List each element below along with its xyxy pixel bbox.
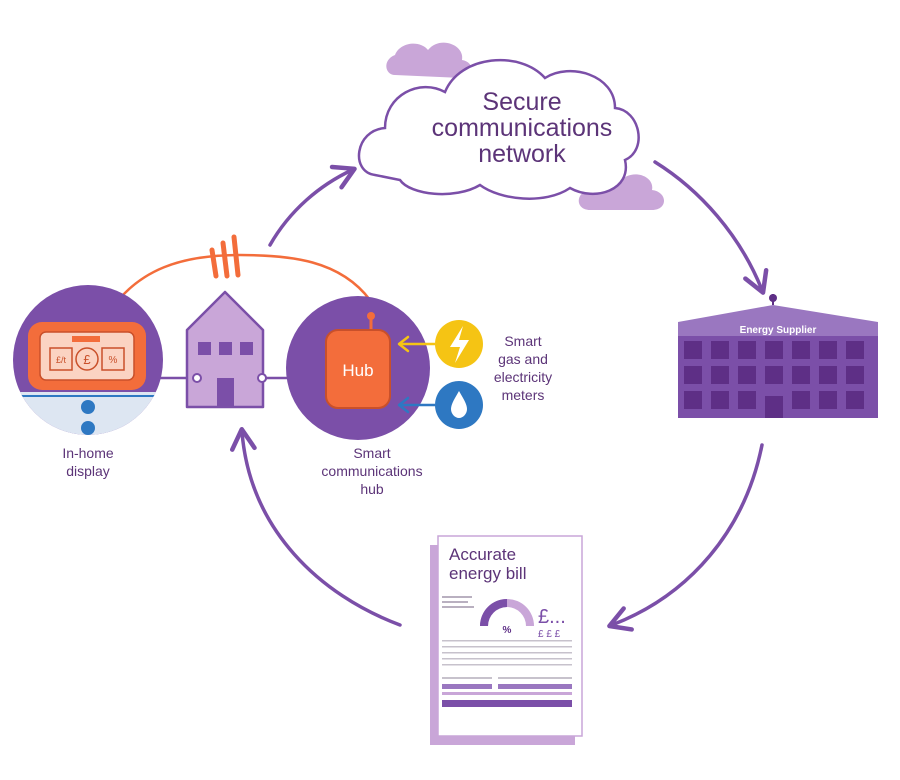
bill-text-lines — [442, 640, 572, 679]
bill-divider — [442, 692, 572, 695]
bill-address-lines — [442, 596, 474, 608]
arrow-supplier-to-bill — [607, 443, 764, 632]
bill-amount: £... — [538, 606, 566, 628]
meters-label-line-4: meters — [502, 387, 545, 403]
energy-bill-document: Accurate energy bill % £... £ £ £ — [430, 535, 583, 745]
cloud-title-line-3: network — [478, 140, 566, 168]
display-screen-left-text: £/t — [56, 355, 67, 365]
bill-gauge-label: % — [503, 625, 512, 636]
display-panel-left — [49, 347, 73, 371]
display-screen — [39, 331, 135, 381]
small-cloud-top — [386, 42, 472, 78]
lightning-bolt-icon — [450, 326, 469, 363]
meters-label-line-2: gas and — [498, 351, 548, 367]
hub-device — [325, 329, 391, 409]
building-windows — [684, 341, 864, 409]
arrow-hub-to-network — [268, 164, 357, 247]
in-home-display: £/t £ % In-home display — [13, 285, 163, 479]
hub-label-line-2: communications — [321, 463, 422, 479]
bill-total-bar — [442, 700, 572, 707]
bill-currency-row: £ £ £ — [538, 629, 561, 640]
bill-highlight-left — [442, 684, 492, 689]
cloud-title-line-1: Secure — [482, 88, 561, 116]
hub-label-line-1: Smart — [353, 445, 390, 461]
display-screen-right-text: % — [109, 355, 118, 366]
hub-label-line-3: hub — [360, 481, 384, 497]
display-button-1 — [81, 400, 95, 414]
wireless-link — [109, 234, 372, 311]
bill-title-line-2: energy bill — [449, 564, 527, 583]
building-roof — [678, 305, 878, 322]
water-drop-icon — [451, 391, 467, 418]
meters-label-line-1: Smart — [504, 333, 541, 349]
bill-title-line-1: Accurate — [449, 545, 516, 564]
house-icon — [185, 290, 267, 409]
energy-supplier-building: Energy Supplier — [678, 294, 878, 418]
display-panel-right — [101, 347, 125, 371]
cycle-arrows — [229, 160, 769, 632]
supplier-sign: Energy Supplier — [740, 325, 817, 336]
smart-communications-hub: Hub Smart communications hub — [286, 296, 430, 497]
secure-network-cloud: Secure communications network — [357, 58, 640, 200]
arrow-network-to-supplier — [653, 160, 769, 295]
display-button-2 — [81, 421, 95, 435]
hub-device-label: Hub — [342, 361, 373, 380]
bill-highlight-right — [498, 684, 572, 689]
bill-gauge-fill — [480, 599, 507, 626]
wifi-signal-icon — [209, 234, 241, 279]
display-screen-mid-text: £ — [83, 352, 91, 367]
arrow-hub-to-display — [109, 253, 372, 311]
smart-meters: Smart gas and electricity meters — [397, 320, 552, 429]
cloud-title-line-2: communications — [432, 114, 613, 142]
cloud-shape — [357, 58, 640, 200]
meters-label-line-3: electricity — [494, 369, 552, 385]
display-label-line-2: display — [66, 463, 110, 479]
building-door — [765, 396, 783, 418]
display-panel-mid — [75, 347, 99, 371]
arrow-bill-to-home — [229, 426, 402, 627]
display-screen-header — [72, 336, 100, 342]
display-label-line-1: In-home — [62, 445, 114, 461]
